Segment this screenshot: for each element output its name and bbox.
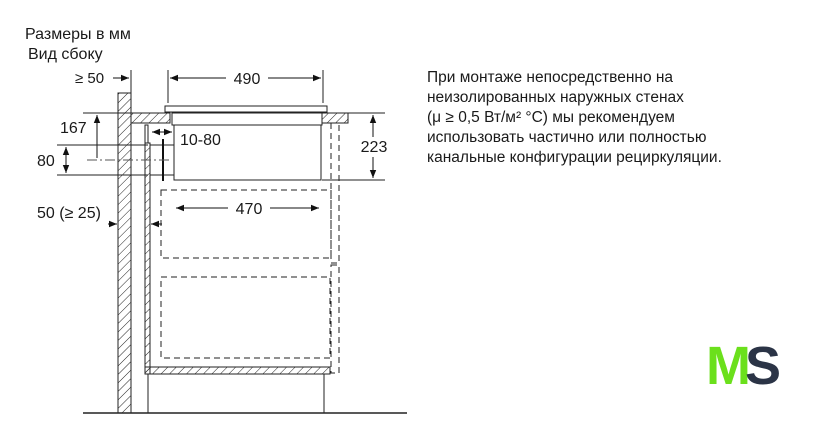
note-line: (μ ≥ 0,5 Вт/м² °C) мы рекомендуем — [427, 109, 675, 126]
hob-frame — [171, 112, 323, 126]
note-line: использовать частично или полностью — [427, 129, 707, 146]
cabinet-bottom — [144, 366, 331, 375]
height-to-duct-label: 167 — [60, 120, 87, 137]
note-line: При монтаже непосредственно на — [427, 69, 674, 86]
hob-depth-label: 223 — [361, 139, 388, 156]
note-line: неизолированных наружных стенах — [427, 89, 684, 106]
cutout-width-label: 470 — [236, 201, 263, 218]
cabinet-back-panel-top — [144, 124, 149, 144]
duct-offset-label: 10-80 — [180, 132, 221, 149]
worktop-left — [130, 112, 171, 124]
cabinet-front-lower — [330, 264, 340, 374]
cabinet-back-panel — [144, 142, 151, 375]
lower-drawer-outline — [160, 276, 331, 359]
diagram-subtitle: Вид сбоку — [28, 46, 103, 63]
hob-body — [173, 124, 322, 181]
logo-letter-m: M — [706, 336, 751, 396]
cabinet-front-upper — [330, 122, 340, 264]
ms-logo: MS — [706, 336, 781, 396]
diagram-title: Размеры в мм — [25, 26, 131, 43]
note-line: канальные конфигурации рециркуляции. — [427, 149, 722, 166]
hob-glass-plate — [164, 105, 328, 113]
installation-note: При монтаже непосредственно на неизолиро… — [427, 68, 722, 168]
wall — [117, 92, 132, 414]
duct-height-label: 80 — [37, 153, 55, 170]
back-gap-label: 50 (≥ 25) — [37, 205, 101, 222]
hob-width-label: 490 — [234, 71, 261, 88]
logo-letter-s: S — [744, 336, 781, 396]
worktop-right — [321, 112, 349, 124]
wall-gap-label: ≥ 50 — [75, 70, 104, 87]
